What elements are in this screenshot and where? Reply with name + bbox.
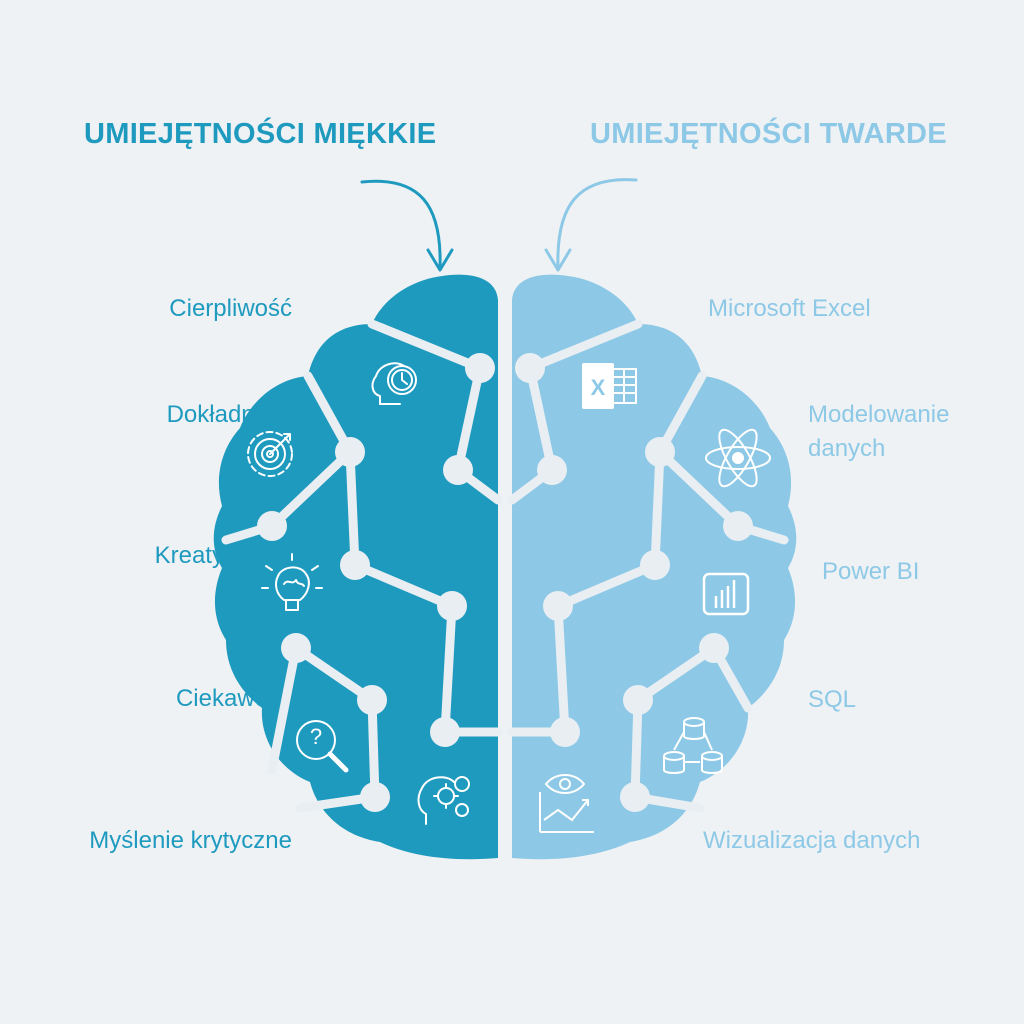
database-icon [663, 717, 723, 774]
excel-icon: X [582, 363, 637, 409]
atom-icon [705, 428, 771, 488]
hard-skills-heading: UMIEJĘTNOŚCI TWARDE [590, 118, 947, 150]
question-mark-glyph: ? [310, 724, 322, 749]
arrow-to-hard-icon [544, 178, 638, 272]
soft-skills-heading: UMIEJĘTNOŚCI MIĘKKIE [84, 118, 437, 150]
hard-skill-label-wizualizacja: Wizualizacja danych [703, 827, 921, 854]
hard-skill-label-excel: Microsoft Excel [708, 295, 871, 322]
soft-skill-label-cierpliwosc: Cierpliwość [169, 295, 292, 322]
magnifier-question-icon [296, 720, 349, 773]
circuit-nodes [257, 353, 753, 812]
hard-skill-label-power-bi: Power BI [822, 558, 920, 585]
soft-skill-label-myslenie-krytyczne: Myślenie krytyczne [89, 827, 292, 854]
hard-skill-label-modelowanie: Modelowanie danych [808, 401, 950, 462]
lightbulb-brain-icon [261, 553, 323, 611]
eye-chart-icon [539, 774, 594, 833]
head-gears-icon [417, 776, 470, 825]
target-gear-icon [247, 431, 293, 477]
head-clock-icon [371, 362, 417, 405]
excel-letter: X [591, 375, 606, 400]
arrow-to-soft-icon [360, 179, 454, 272]
power-bi-icon [702, 572, 750, 616]
hard-skill-label-sql: SQL [808, 686, 857, 713]
